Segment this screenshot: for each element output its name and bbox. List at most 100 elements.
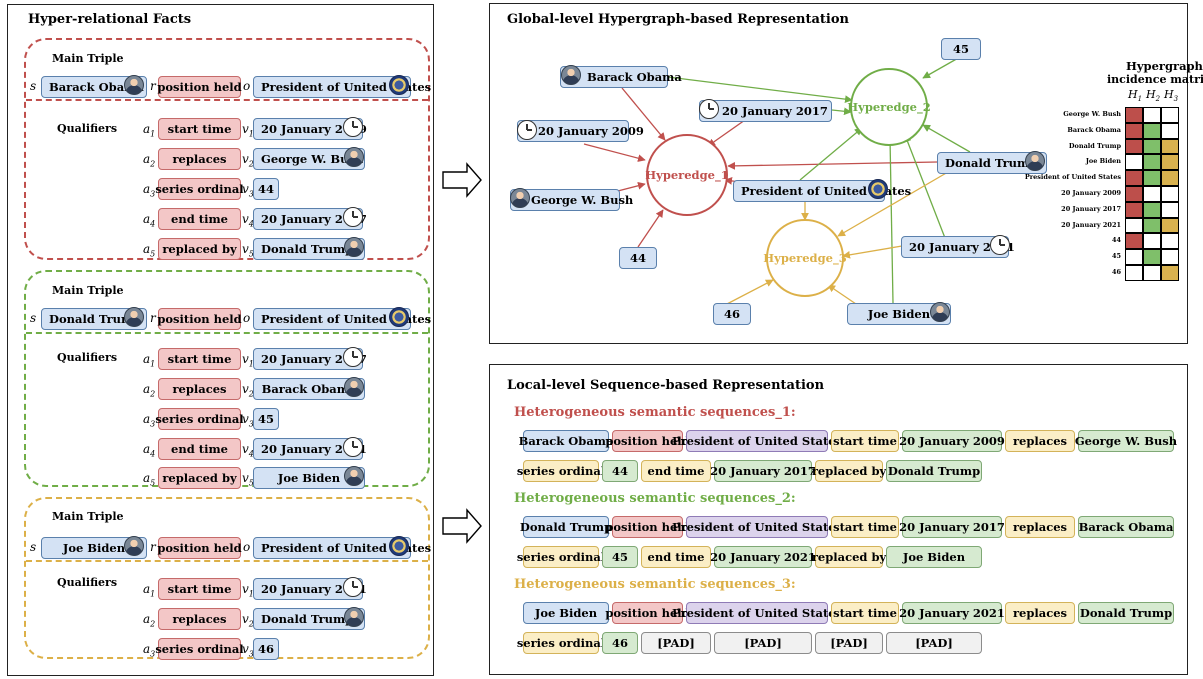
sequence-3-pad-token: [PAD]	[714, 632, 812, 654]
sequence-2-token: Joe Biden	[886, 546, 982, 568]
sequence-1-token: replaces	[1005, 430, 1075, 452]
fact-2-subject: Donald Trump	[41, 308, 147, 330]
matrix-cell	[1143, 201, 1161, 218]
fact-2-relation: position held	[157, 308, 242, 330]
edge-2009-h1	[583, 143, 646, 162]
sequence-2-token: Donald Trump	[520, 516, 612, 538]
presidential-seal-icon	[868, 179, 888, 199]
edge-trump-h1	[727, 161, 938, 170]
fact-3-var-a2: a2	[143, 612, 156, 629]
transform-arrow-to-local	[442, 508, 482, 544]
presidential-seal-icon	[389, 536, 409, 556]
sequence-1-token: replaced by	[812, 460, 886, 482]
matrix-row-label: Donald Trump	[1068, 141, 1121, 150]
fact-3-q1-key: start time	[158, 578, 241, 600]
edge-45-h2	[922, 56, 961, 79]
portrait-icon	[344, 466, 364, 486]
matrix-cell	[1143, 233, 1161, 250]
sequence-3-token: replaces	[1005, 602, 1075, 624]
sequence-1-token: Barack Obama	[519, 430, 613, 452]
fact-1-var-a3: a3	[143, 182, 156, 199]
sequence-3-token: 20 January 2021	[899, 602, 1005, 624]
fact-1-object: President of United States	[253, 76, 431, 98]
portrait-icon	[510, 188, 530, 208]
matrix-cell	[1125, 138, 1143, 155]
sequence-2-token: President of United States	[672, 516, 842, 538]
matrix-row-label: 20 January 2009	[1061, 189, 1121, 197]
fact-2-var-v5: v5	[242, 471, 254, 488]
matrix-cell	[1125, 122, 1143, 139]
sequence-2-token: replaces	[1005, 516, 1075, 538]
fact-3-q3-value: 46	[253, 638, 279, 660]
matrix-cell	[1143, 107, 1161, 123]
fact-1-qualifiers-label: Qualifiers	[57, 122, 118, 135]
fact-1-var-o: o	[243, 79, 251, 93]
matrix-cell	[1161, 217, 1179, 234]
matrix-cell	[1125, 265, 1143, 281]
fact-3-var-a1: a1	[143, 582, 156, 599]
portrait-icon	[1025, 151, 1045, 171]
matrix-row-label: Joe Biden	[1085, 157, 1121, 166]
sequence-2-token: 20 January 2021	[710, 546, 816, 568]
sequence-2-token: start time	[831, 516, 899, 538]
global-hypergraph-panel	[489, 3, 1188, 344]
fact-2-q4-value: 20 January 2021	[253, 438, 367, 460]
sequence-1-token: 20 January 2017	[710, 460, 816, 482]
matrix-cell	[1161, 233, 1179, 250]
sequence-1-token: George W. Bush	[1075, 430, 1177, 452]
edge-biden-h2	[886, 137, 895, 304]
fact-2-main-triple-label: Main Triple	[52, 284, 124, 297]
edge-trump-h2	[922, 124, 971, 153]
matrix-cell	[1161, 186, 1179, 202]
matrix-subtitle: incidence matrix	[1107, 73, 1203, 86]
sequence-1-token: series ordinal	[517, 460, 605, 482]
matrix-col-h1: H1	[1128, 88, 1143, 104]
fact-3-var-r: r	[150, 540, 156, 554]
fact-2-var-v1: v1	[242, 352, 254, 369]
clock-icon	[343, 577, 363, 597]
fact-1-q1-value: 20 January 2009	[253, 118, 367, 140]
sequence-2-token: end time	[641, 546, 711, 568]
sequence-3-pad-token: [PAD]	[641, 632, 711, 654]
edge-2017-h2	[831, 107, 852, 116]
matrix-cell	[1161, 107, 1179, 123]
matrix-row-label: President of United States	[1024, 173, 1121, 182]
sequence-3-token: position held	[605, 602, 690, 624]
sequence-3-title: Heterogeneous semantic sequences_3:	[514, 577, 796, 592]
sequence-3-pad-token: [PAD]	[886, 632, 982, 654]
fact-1-var-v3: v3	[242, 182, 254, 199]
matrix-row-label: 45	[1111, 252, 1121, 261]
fact-2-q1-key: start time	[158, 348, 241, 370]
matrix-cell	[1161, 154, 1179, 171]
portrait-icon	[124, 307, 144, 327]
portrait-icon	[344, 147, 364, 167]
fact-1-var-v1: v1	[242, 122, 254, 139]
sequence-1-token: start time	[831, 430, 899, 452]
fact-3-var-v1: v1	[242, 582, 254, 599]
fact-1-divider	[26, 99, 428, 101]
edge-potus-h2	[799, 127, 863, 181]
fact-1-relation: position held	[157, 76, 242, 98]
fact-1-var-v2: v2	[242, 152, 254, 169]
sequence-2-token: 45	[602, 546, 638, 568]
fact-1-var-a2: a2	[143, 152, 156, 169]
node-donald-trump: Donald Trump	[937, 152, 1047, 174]
fact-2-q5-key: replaced by	[158, 467, 241, 489]
fact-2-q1-value: 20 January 2017	[253, 348, 367, 370]
matrix-cell	[1161, 249, 1179, 265]
matrix-cell	[1125, 186, 1143, 202]
sequence-3-token: 46	[602, 632, 638, 654]
sequence-2-token: replaced by	[812, 546, 886, 568]
fact-2-q5-value: Joe Biden	[253, 467, 365, 489]
fact-2-var-v3: v3	[242, 412, 254, 429]
fact-3-object: President of United States	[253, 537, 431, 559]
fact-2-var-s: s	[30, 311, 37, 325]
edge-trump-h3	[837, 171, 949, 237]
fact-1-var-s: s	[30, 79, 37, 93]
edge-46-h3	[724, 279, 774, 306]
fact-3-var-v3: v3	[242, 642, 254, 659]
matrix-cell	[1161, 122, 1179, 139]
sequence-1-token: end time	[641, 460, 711, 482]
clock-icon	[990, 235, 1010, 255]
